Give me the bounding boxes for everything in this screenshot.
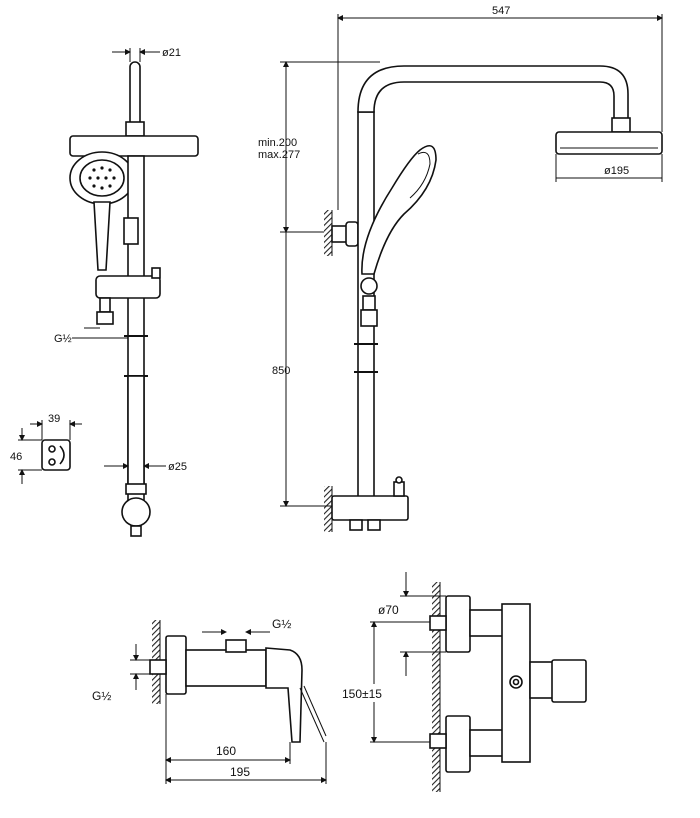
dim-bracket-width: 39 xyxy=(48,413,60,425)
dim-overall-width: 547 xyxy=(492,5,510,17)
mixer-top-view: ø70 150±15 xyxy=(340,572,587,792)
bracket-detail: 39 46 xyxy=(10,413,82,484)
mixer-side-view: G½ G½ 160 195 xyxy=(92,617,327,784)
dim-mixer-thread-top: G½ xyxy=(272,617,291,631)
dim-pipe-bottom-diameter: ø25 xyxy=(168,461,187,473)
dim-hose-thread: G½ xyxy=(54,333,72,345)
dim-arm-height-min: min.200 xyxy=(258,137,297,149)
dim-bracket-height: 46 xyxy=(10,451,22,463)
dim-mixer-thread-side: G½ xyxy=(92,689,111,703)
dim-head-diameter: ø195 xyxy=(604,165,629,177)
dim-mixer-length-195: 195 xyxy=(230,765,250,779)
dim-mixer-length-160: 160 xyxy=(216,744,236,758)
dim-riser-height: 850 xyxy=(272,365,290,377)
front-view: ø21 G½ ø25 xyxy=(54,47,199,537)
dim-pipe-top-diameter: ø21 xyxy=(162,47,181,59)
dim-escutcheon-diameter: ø70 xyxy=(378,603,399,617)
side-view: 547 ø195 min.200 max.277 850 xyxy=(258,5,663,532)
dim-centres: 150±15 xyxy=(342,687,382,701)
hand-shower-front xyxy=(69,151,135,271)
dim-arm-height-max: max.277 xyxy=(258,149,300,161)
